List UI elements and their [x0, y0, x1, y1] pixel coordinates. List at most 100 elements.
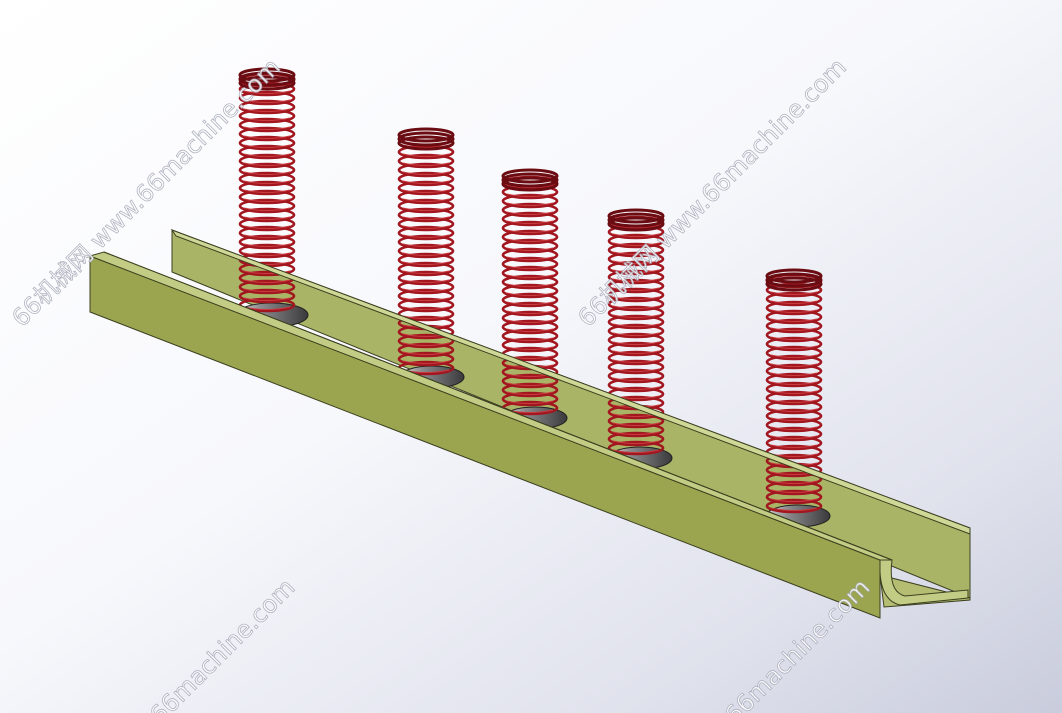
spring-coil-highlight	[506, 310, 554, 314]
spring-coil	[607, 377, 665, 393]
spring-coil	[501, 382, 559, 398]
spring-coil	[238, 81, 296, 97]
spring-coil	[607, 431, 665, 447]
spring-coil-highlight	[770, 372, 818, 376]
spring-coil-highlight	[402, 261, 450, 265]
spring-coil	[607, 287, 665, 303]
spring-end-coil	[765, 276, 823, 292]
spring-coil	[397, 162, 455, 178]
spring-coil-highlight	[770, 336, 818, 340]
spring-coil-highlight	[506, 274, 554, 278]
spring-coil-highlight	[243, 108, 291, 112]
spring-coil	[397, 333, 455, 349]
spring-end-coil	[501, 168, 559, 184]
spring-coil-highlight	[612, 431, 660, 435]
spring-coil	[501, 391, 559, 407]
spring-coil-highlight	[243, 153, 291, 157]
spring-coil-highlight	[506, 229, 554, 233]
spring-coil-highlight	[770, 291, 818, 295]
spring-coil	[607, 440, 665, 456]
spring-coil-highlight	[612, 368, 660, 372]
spring-coil	[501, 337, 559, 353]
spring-coil-highlight	[506, 346, 554, 350]
spring-coil-highlight	[770, 345, 818, 349]
spring-coil	[607, 251, 665, 267]
spring-coil	[501, 256, 559, 272]
spring-coil	[765, 471, 823, 487]
spring-coil-highlight	[402, 171, 450, 175]
spring-coil-highlight	[506, 391, 554, 395]
spring-coil-highlight	[770, 399, 818, 403]
spring-coil-highlight	[612, 314, 660, 318]
spring-coil	[238, 279, 296, 295]
spring-coil	[607, 413, 665, 429]
spring-coil-highlight	[243, 198, 291, 202]
spring-coil	[397, 252, 455, 268]
spring-coil-highlight	[506, 292, 554, 296]
spring-coil-highlight	[402, 243, 450, 247]
spring-coil-highlight	[612, 422, 660, 426]
spring-coil	[607, 368, 665, 384]
spring-coil-highlight	[506, 337, 554, 341]
spring-coil	[501, 238, 559, 254]
rail-inner-edge	[103, 251, 893, 561]
spring-coil	[765, 291, 823, 307]
spring-coil	[607, 305, 665, 321]
spring-coil-highlight	[506, 301, 554, 305]
spring-coil	[765, 381, 823, 397]
spring-coil	[765, 345, 823, 361]
spring-coil	[397, 207, 455, 223]
spring-coil	[501, 220, 559, 236]
spring-coil-highlight	[506, 319, 554, 323]
spring-coil-highlight	[243, 207, 291, 211]
spring-coil-highlight	[402, 180, 450, 184]
spring-end-coil	[765, 268, 823, 284]
spring-coil	[238, 207, 296, 223]
spring-coil	[238, 135, 296, 151]
spring-coil-highlight	[243, 135, 291, 139]
spring-coil-highlight	[770, 480, 818, 484]
spring-coil-highlight	[243, 243, 291, 247]
spring-coil	[397, 342, 455, 358]
spring-coil-highlight	[612, 233, 660, 237]
spring-coil	[397, 153, 455, 169]
spring-coil	[501, 301, 559, 317]
spring-coil	[501, 265, 559, 281]
spring-coil	[765, 282, 823, 298]
spring-coil	[397, 234, 455, 250]
spring-end-coil	[238, 71, 296, 87]
spring-coil-highlight	[243, 297, 291, 301]
spring-coil-highlight	[243, 234, 291, 238]
spring-coil-highlight	[243, 225, 291, 229]
spring-coil	[238, 126, 296, 142]
spring-coil-highlight	[612, 449, 660, 453]
spring-coil-highlight	[243, 189, 291, 193]
spring-coil	[397, 171, 455, 187]
spring-end-coil	[607, 212, 665, 228]
spring-coil-highlight	[612, 278, 660, 282]
spring-coil	[238, 108, 296, 124]
spring-coil	[238, 198, 296, 214]
spring-coil-highlight	[402, 297, 450, 301]
spring-coil	[501, 193, 559, 209]
spring-coil-highlight	[612, 269, 660, 273]
spring-coil-highlight	[402, 270, 450, 274]
spring-coil-highlight	[770, 444, 818, 448]
spring-coil-highlight	[243, 144, 291, 148]
spring-coil	[765, 327, 823, 343]
spring-coil-highlight	[243, 270, 291, 274]
spring-coil	[238, 225, 296, 241]
spring-end-coil	[238, 75, 296, 91]
spring-coil-highlight	[506, 238, 554, 242]
spring-coil	[765, 300, 823, 316]
spring-coil-highlight	[402, 189, 450, 193]
spring-coil	[397, 288, 455, 304]
spring-coil-highlight	[402, 198, 450, 202]
spring-coil	[238, 171, 296, 187]
spring-coil-highlight	[402, 342, 450, 346]
spring-coil	[397, 198, 455, 214]
spring-coil-highlight	[612, 260, 660, 264]
spring-coil	[501, 292, 559, 308]
spring-coil	[397, 180, 455, 196]
spring-coil-highlight	[770, 354, 818, 358]
